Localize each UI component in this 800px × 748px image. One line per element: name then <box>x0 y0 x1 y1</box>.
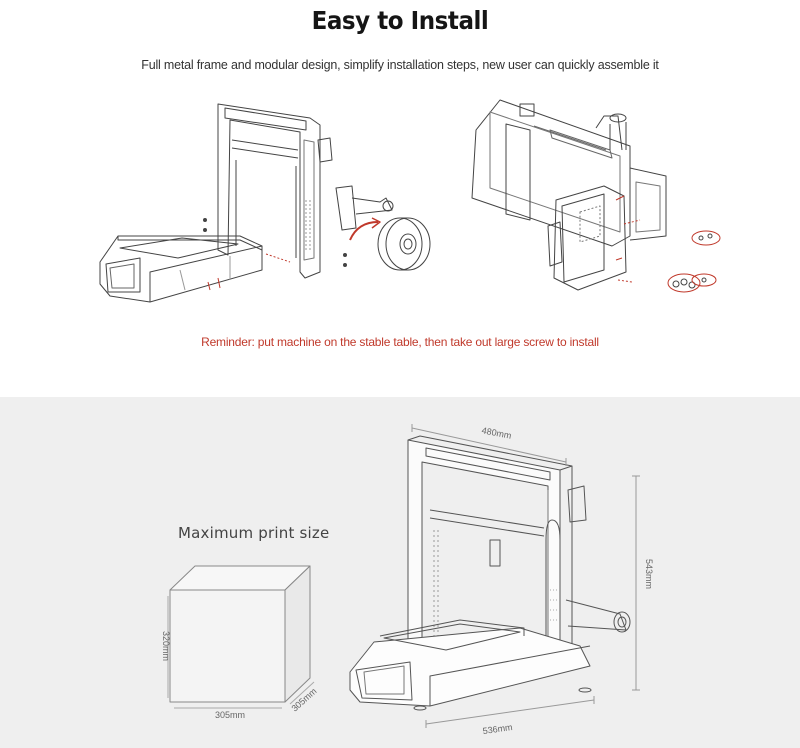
machine-height-label: 543mm <box>644 559 654 589</box>
print-volume-cube <box>167 565 315 709</box>
section-subtitle: Full metal frame and modular design, sim… <box>141 58 659 72</box>
printer-assembly-illustration <box>99 103 431 303</box>
print-width-label: 305mm <box>215 710 245 720</box>
max-print-size-label: Maximum print size <box>178 524 330 542</box>
machine-width-label: 480mm <box>481 425 512 441</box>
section-title: Easy to Install <box>311 6 489 35</box>
machine-depth-label: 536mm <box>482 722 513 736</box>
screw-removal-illustration <box>471 99 721 293</box>
printer-dimension-drawing <box>349 424 640 728</box>
reminder-text: Reminder: put machine on the stable tabl… <box>201 335 599 349</box>
print-height-label: 320mm <box>161 631 171 661</box>
install-section <box>0 0 800 397</box>
